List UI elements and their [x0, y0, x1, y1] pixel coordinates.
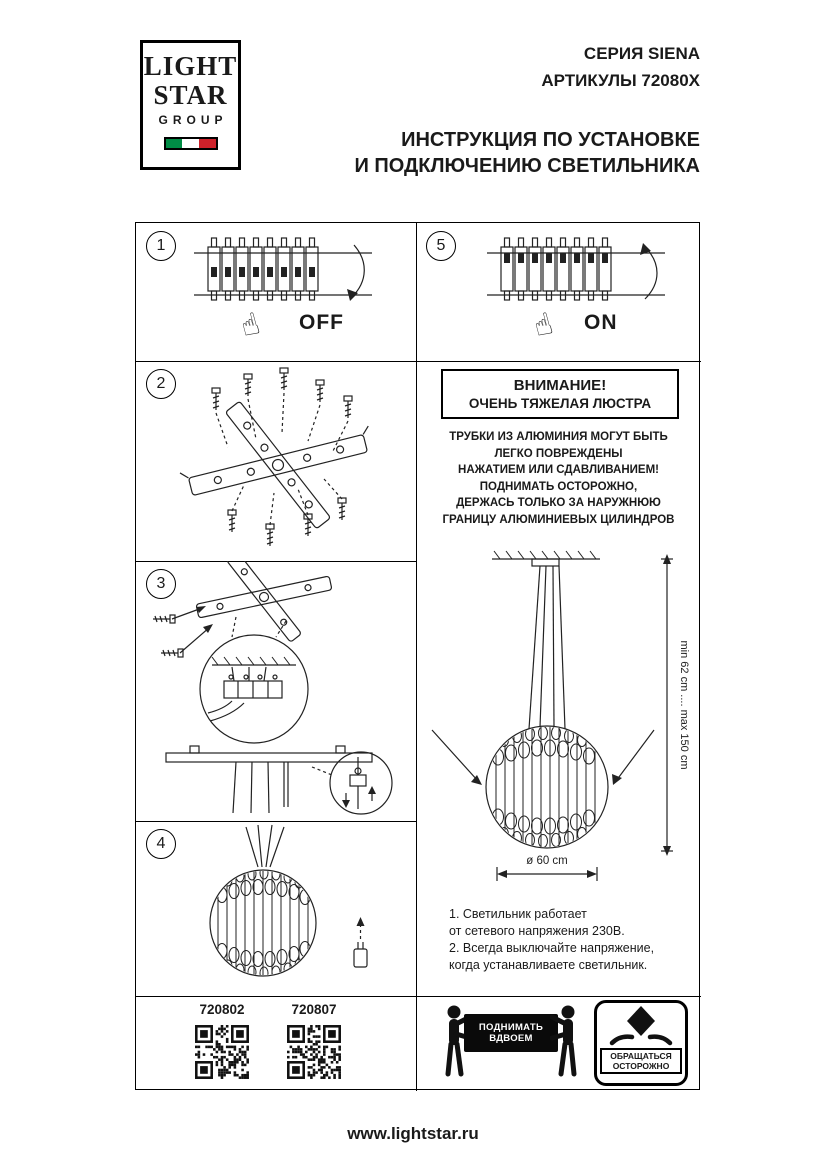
warning-title: ВНИМАНИЕ! [513, 376, 607, 394]
step-3-number: 3 [146, 569, 176, 599]
handle-with-care-label: ОБРАЩАТЬСЯ ОСТОРОЖНО [600, 1048, 682, 1074]
handle-with-care-badge: ОБРАЩАТЬСЯ ОСТОРОЖНО [594, 1000, 688, 1086]
handling-pictograms-cell: ПОДНИМАТЬ ВДВОЕМ [416, 996, 701, 1091]
breaker-on-diagram: ☝ [487, 237, 665, 341]
step-4-cell: 4 [136, 821, 416, 996]
step-5-cell: 5 ☝ ON [416, 223, 701, 361]
lightstar-logo: LIGHT STAR GROUP [140, 40, 241, 170]
qr-code [195, 1025, 249, 1079]
series-title: СЕРИЯ SIENA [583, 44, 700, 63]
mounting-bracket-diagram [179, 367, 369, 547]
article-number: 720807 [291, 1002, 337, 1017]
off-label: OFF [299, 311, 344, 334]
person-icon [550, 1005, 577, 1077]
row-divider [136, 361, 701, 362]
logo-word-star: STAR [153, 80, 228, 110]
diameter-dimension-label: ø 60 cm [526, 855, 568, 867]
logo-word-light: LIGHT [143, 51, 238, 81]
logo-word-group: GROUP [158, 113, 228, 127]
pointing-hand-icon: ☝ [530, 306, 557, 341]
breaker-off-diagram: ☝ [194, 237, 372, 341]
column-divider [416, 223, 417, 1091]
page-title: ИНСТРУКЦИЯ ПО УСТАНОВКЕ И ПОДКЛЮЧЕНИЮ СВ… [354, 129, 700, 177]
chandelier-hang-diagram [209, 824, 368, 977]
height-dimension-label: min 62 cm .... max 150 cm [678, 641, 690, 770]
qr-codes-cell: 720802 720807 [136, 996, 416, 1091]
qr-group-720807: 720807 [284, 1002, 344, 1079]
row-divider [136, 821, 417, 822]
articles-title: АРТИКУЛЫ 72080X [541, 71, 700, 90]
step-2-cell: 2 [136, 361, 416, 561]
step-1-cell: 1 ☝ OFF [136, 223, 416, 361]
qr-code [287, 1025, 341, 1079]
article-number: 720802 [199, 1002, 245, 1017]
warning-text: ТРУБКИ ИЗ АЛЮМИНИЯ МОГУТ БЫТЬ ЛЕГКО ПОВР… [442, 431, 675, 526]
italian-flag-icon [163, 137, 218, 150]
power-notes: 1. Светильник работает от сетевого напря… [449, 907, 655, 972]
step-3-cell: 3 [136, 561, 416, 821]
step-2-number: 2 [146, 369, 176, 399]
website-url: www.lightstar.ru [347, 1124, 479, 1143]
on-label: ON [584, 311, 618, 334]
chandelier-dimensions-diagram: min 62 cm .... max 150 cm ø 60 cm [431, 550, 690, 881]
instruction-grid: 1 ☝ OFF 5 [135, 222, 701, 1091]
row-divider [136, 561, 417, 562]
assembly-wiring-diagram [152, 561, 393, 815]
warning-box: ВНИМАНИЕ! ОЧЕНЬ ТЯЖЕЛАЯ ЛЮСТРА [441, 369, 679, 419]
step-1-number: 1 [146, 231, 176, 261]
hands-holding-diamond-icon [609, 1006, 673, 1046]
pointing-hand-icon: ☝ [237, 306, 264, 341]
warning-and-dimensions-cell: ВНИМАНИЕ! ОЧЕНЬ ТЯЖЕЛАЯ ЛЮСТРА ТРУБКИ ИЗ… [416, 361, 701, 996]
step-5-number: 5 [426, 231, 456, 261]
lift-with-two-people-pictogram: ПОДНИМАТЬ ВДВОЕМ [436, 1002, 586, 1086]
row-divider [136, 996, 701, 997]
lift-together-label: ПОДНИМАТЬ ВДВОЕМ [464, 1014, 558, 1052]
header: СЕРИЯ SIENA АРТИКУЛЫ 72080X ИНСТРУКЦИЯ П… [354, 44, 700, 179]
step-4-number: 4 [146, 829, 176, 859]
warning-subtitle: ОЧЕНЬ ТЯЖЕЛАЯ ЛЮСТРА [468, 395, 652, 411]
qr-group-720802: 720802 [192, 1002, 252, 1079]
